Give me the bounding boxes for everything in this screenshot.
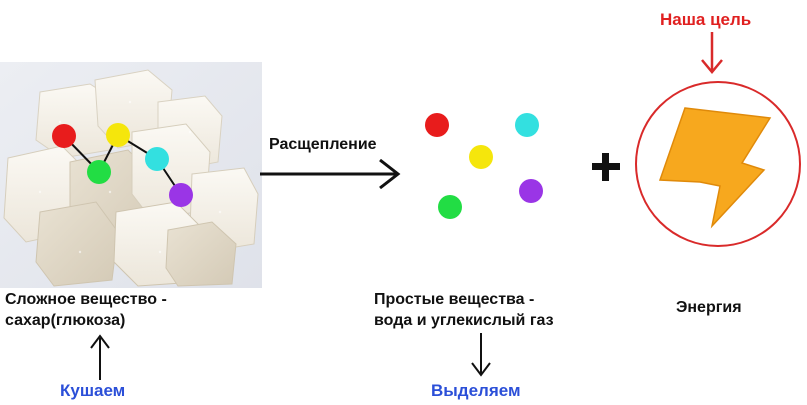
goal-arrow-icon (701, 32, 723, 74)
arrow-right-icon (260, 158, 401, 190)
free-atom-yellow (469, 145, 493, 169)
simple-substances-subtitle: вода и углекислый газ (374, 312, 554, 329)
lightning-bolt-icon (658, 107, 772, 229)
atom-green (87, 160, 111, 184)
release-caption: Выделяем (431, 381, 521, 400)
atom-cyan (145, 147, 169, 171)
arrow-down-icon (471, 333, 491, 377)
atom-purple (169, 183, 193, 207)
complex-substance-subtitle: сахар(глюкоза) (5, 312, 126, 329)
free-atom-red (425, 113, 449, 137)
free-atom-purple (519, 179, 543, 203)
atom-yellow (106, 123, 130, 147)
free-atom-cyan (515, 113, 539, 137)
complex-substance-title: Сложное вещество - (5, 291, 167, 308)
goal-caption: Наша цель (660, 10, 752, 29)
plus-icon (592, 153, 620, 181)
sugar-cubes-photo (0, 62, 262, 288)
energy-icon (635, 81, 801, 247)
arrow-up-icon (90, 334, 110, 380)
sugar-cubes-illustration (0, 62, 262, 288)
energy-label: Энергия (676, 299, 742, 316)
atom-red (52, 124, 76, 148)
eat-caption: Кушаем (60, 381, 126, 400)
simple-substances-title: Простые вещества - (374, 291, 535, 308)
splitting-label: Расщепление (269, 136, 377, 153)
free-atom-green (438, 195, 462, 219)
